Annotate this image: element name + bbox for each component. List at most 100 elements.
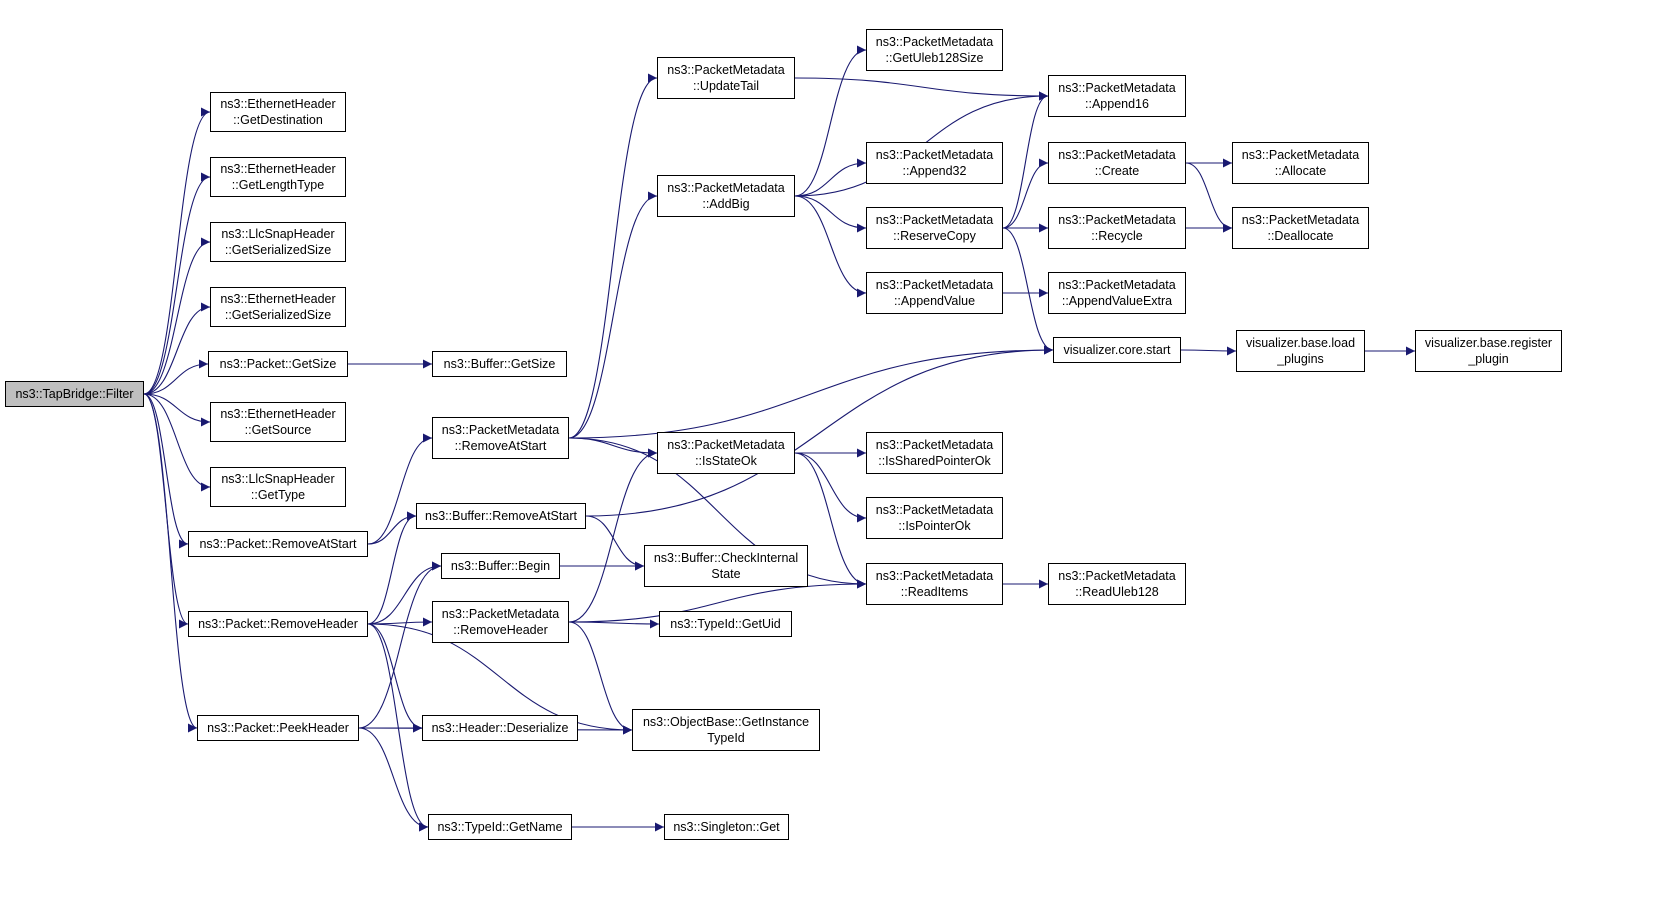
node-pm-updtail[interactable]: ns3::PacketMetadata::UpdateTail (657, 57, 795, 99)
node-label: ::AddBig (702, 197, 750, 211)
node-pm-append16[interactable]: ns3::PacketMetadata::Append16 (1048, 75, 1186, 117)
node-tid-getuid[interactable]: ns3::TypeId::GetUid (659, 611, 792, 637)
node-label: ns3::TapBridge::Filter (15, 387, 134, 401)
node-pm-appvalx[interactable]: ns3::PacketMetadata::AppendValueExtra (1048, 272, 1186, 314)
node-viz-load[interactable]: visualizer.base.load_plugins (1236, 330, 1365, 372)
node-pkt-getsize[interactable]: ns3::Packet::GetSize (208, 351, 348, 377)
node-viz-reg[interactable]: visualizer.base.register_plugin (1415, 330, 1562, 372)
edge-viz-start-to-viz-load (1180, 346, 1237, 356)
node-label: ::ReadItems (900, 585, 969, 599)
node-pkt-remhdr[interactable]: ns3::Packet::RemoveHeader (188, 611, 368, 637)
node-label: ns3::PacketMetadata (667, 438, 785, 452)
edge-pm-addbig-to-pm-append32 (794, 158, 867, 197)
node-label: ::GetDestination (233, 113, 323, 127)
node-label: ::Append16 (1085, 97, 1149, 111)
node-pm-dealloc[interactable]: ns3::PacketMetadata::Deallocate (1232, 207, 1369, 249)
node-label: ns3::PacketMetadata (875, 569, 994, 583)
node-label: ns3::Header::Deserialize (431, 721, 569, 735)
node-llc-gettype[interactable]: ns3::LlcSnapHeader::GetType (210, 467, 346, 507)
node-filter[interactable]: ns3::TapBridge::Filter (5, 381, 144, 407)
node-label: ns3::LlcSnapHeader (221, 472, 335, 486)
node-label: ::ReadUleb128 (1075, 585, 1159, 599)
node-label: ns3::EthernetHeader (220, 97, 336, 111)
node-label: ns3::PacketMetadata (667, 63, 785, 77)
node-singleton[interactable]: ns3::Singleton::Get (664, 814, 789, 840)
node-label: ::GetLengthType (231, 178, 325, 192)
edge-pm-remstart-to-pm-updtail (568, 73, 658, 439)
node-pm-alloc[interactable]: ns3::PacketMetadata::Allocate (1232, 142, 1369, 184)
node-label: ns3::Buffer::RemoveAtStart (425, 509, 577, 523)
node-label: ::UpdateTail (692, 79, 759, 93)
node-label: ::RemoveHeader (453, 623, 548, 637)
node-pm-readitems[interactable]: ns3::PacketMetadata::ReadItems (866, 563, 1003, 605)
node-label: ns3::PacketMetadata (441, 423, 560, 437)
node-label: ns3::TypeId::GetUid (670, 617, 781, 631)
node-pm-remhdr[interactable]: ns3::PacketMetadata::RemoveHeader (432, 601, 569, 643)
node-eth-getsrc[interactable]: ns3::EthernetHeader::GetSource (210, 402, 346, 442)
node-label: ::GetSerializedSize (224, 243, 332, 257)
node-viz-start[interactable]: visualizer.core.start (1053, 337, 1181, 363)
node-label: ns3::Packet::PeekHeader (207, 721, 349, 735)
node-pm-append32[interactable]: ns3::PacketMetadata::Append32 (866, 142, 1003, 184)
node-label: ns3::PacketMetadata (875, 148, 994, 162)
node-label: ns3::PacketMetadata (1058, 81, 1176, 95)
node-buf-getsize[interactable]: ns3::Buffer::GetSize (432, 351, 567, 377)
node-eth-getser[interactable]: ns3::EthernetHeader::GetSerializedSize (210, 287, 346, 327)
node-buf-remstart[interactable]: ns3::Buffer::RemoveAtStart (416, 503, 586, 529)
node-label: ns3::PacketMetadata (875, 278, 994, 292)
node-label: ns3::EthernetHeader (220, 407, 336, 421)
node-label: ::IsPointerOk (898, 519, 971, 533)
edge-pkt-remhdr-to-ob-getinst (367, 623, 633, 735)
edge-pm-remstart-to-pm-addbig (568, 191, 658, 439)
node-pm-isptr[interactable]: ns3::PacketMetadata::IsPointerOk (866, 497, 1003, 539)
node-llc-getser[interactable]: ns3::LlcSnapHeader::GetSerializedSize (210, 222, 346, 262)
node-pm-getuleb[interactable]: ns3::PacketMetadata::GetUleb128Size (866, 29, 1003, 71)
node-pm-addbig[interactable]: ns3::PacketMetadata::AddBig (657, 175, 795, 217)
edge-pm-isstate-to-pm-readitems (794, 452, 867, 589)
node-pkt-remstart[interactable]: ns3::Packet::RemoveAtStart (188, 531, 368, 557)
node-label: ns3::PacketMetadata (875, 213, 994, 227)
node-tid-getname[interactable]: ns3::TypeId::GetName (428, 814, 572, 840)
edge-buf-remstart-to-buf-check (585, 515, 645, 571)
node-pm-isshared[interactable]: ns3::PacketMetadata::IsSharedPointerOk (866, 432, 1003, 474)
node-pm-create[interactable]: ns3::PacketMetadata::Create (1048, 142, 1186, 184)
node-label: ns3::ObjectBase::GetInstance (642, 715, 810, 729)
edge-filter-to-llc-getser (143, 237, 211, 395)
node-label: ns3::Buffer::GetSize (443, 357, 556, 371)
node-label: ::AppendValue (893, 294, 976, 308)
edge-pm-addbig-to-pm-getuleb (794, 45, 867, 197)
node-label: ns3::TypeId::GetName (437, 820, 563, 834)
node-buf-begin[interactable]: ns3::Buffer::Begin (441, 553, 560, 579)
edge-filter-to-eth-getlen (143, 172, 211, 395)
node-eth-getdest[interactable]: ns3::EthernetHeader::GetDestination (210, 92, 346, 132)
node-pkt-peekhdr[interactable]: ns3::Packet::PeekHeader (197, 715, 359, 741)
node-pm-isstate[interactable]: ns3::PacketMetadata::IsStateOk (657, 432, 795, 474)
edge-pm-isstate-to-pm-isptr (794, 452, 867, 523)
node-pm-appval[interactable]: ns3::PacketMetadata::AppendValue (866, 272, 1003, 314)
edge-filter-to-eth-getsrc (143, 393, 211, 427)
node-label: ns3::PacketMetadata (1058, 278, 1176, 292)
node-eth-getlen[interactable]: ns3::EthernetHeader::GetLengthType (210, 157, 346, 197)
node-label: visualizer.core.start (1063, 343, 1171, 357)
edge-pm-create-to-pm-dealloc (1185, 162, 1233, 233)
node-label: ns3::PacketMetadata (875, 438, 994, 452)
node-label: TypeId (707, 731, 745, 745)
edge-filter-to-eth-getser (143, 302, 211, 395)
node-label: ns3::Buffer::CheckInternal (653, 551, 799, 565)
node-label: ns3::PacketMetadata (441, 607, 560, 621)
edge-pm-remhdr-to-pm-isstate (568, 448, 658, 623)
node-label: ::IsStateOk (695, 454, 757, 468)
node-pm-readuleb[interactable]: ns3::PacketMetadata::ReadUleb128 (1048, 563, 1186, 605)
node-pm-rescopy[interactable]: ns3::PacketMetadata::ReserveCopy (866, 207, 1003, 249)
node-hdr-deser[interactable]: ns3::Header::Deserialize (422, 715, 578, 741)
node-pm-recycle[interactable]: ns3::PacketMetadata::Recycle (1048, 207, 1186, 249)
node-pm-remstart[interactable]: ns3::PacketMetadata::RemoveAtStart (432, 417, 569, 459)
edge-pm-remhdr-to-pm-readitems (568, 579, 867, 623)
edge-pm-addbig-to-pm-rescopy (794, 195, 867, 233)
node-label: ns3::PacketMetadata (1241, 213, 1360, 227)
edge-pkt-remstart-to-pm-remstart (367, 433, 433, 545)
